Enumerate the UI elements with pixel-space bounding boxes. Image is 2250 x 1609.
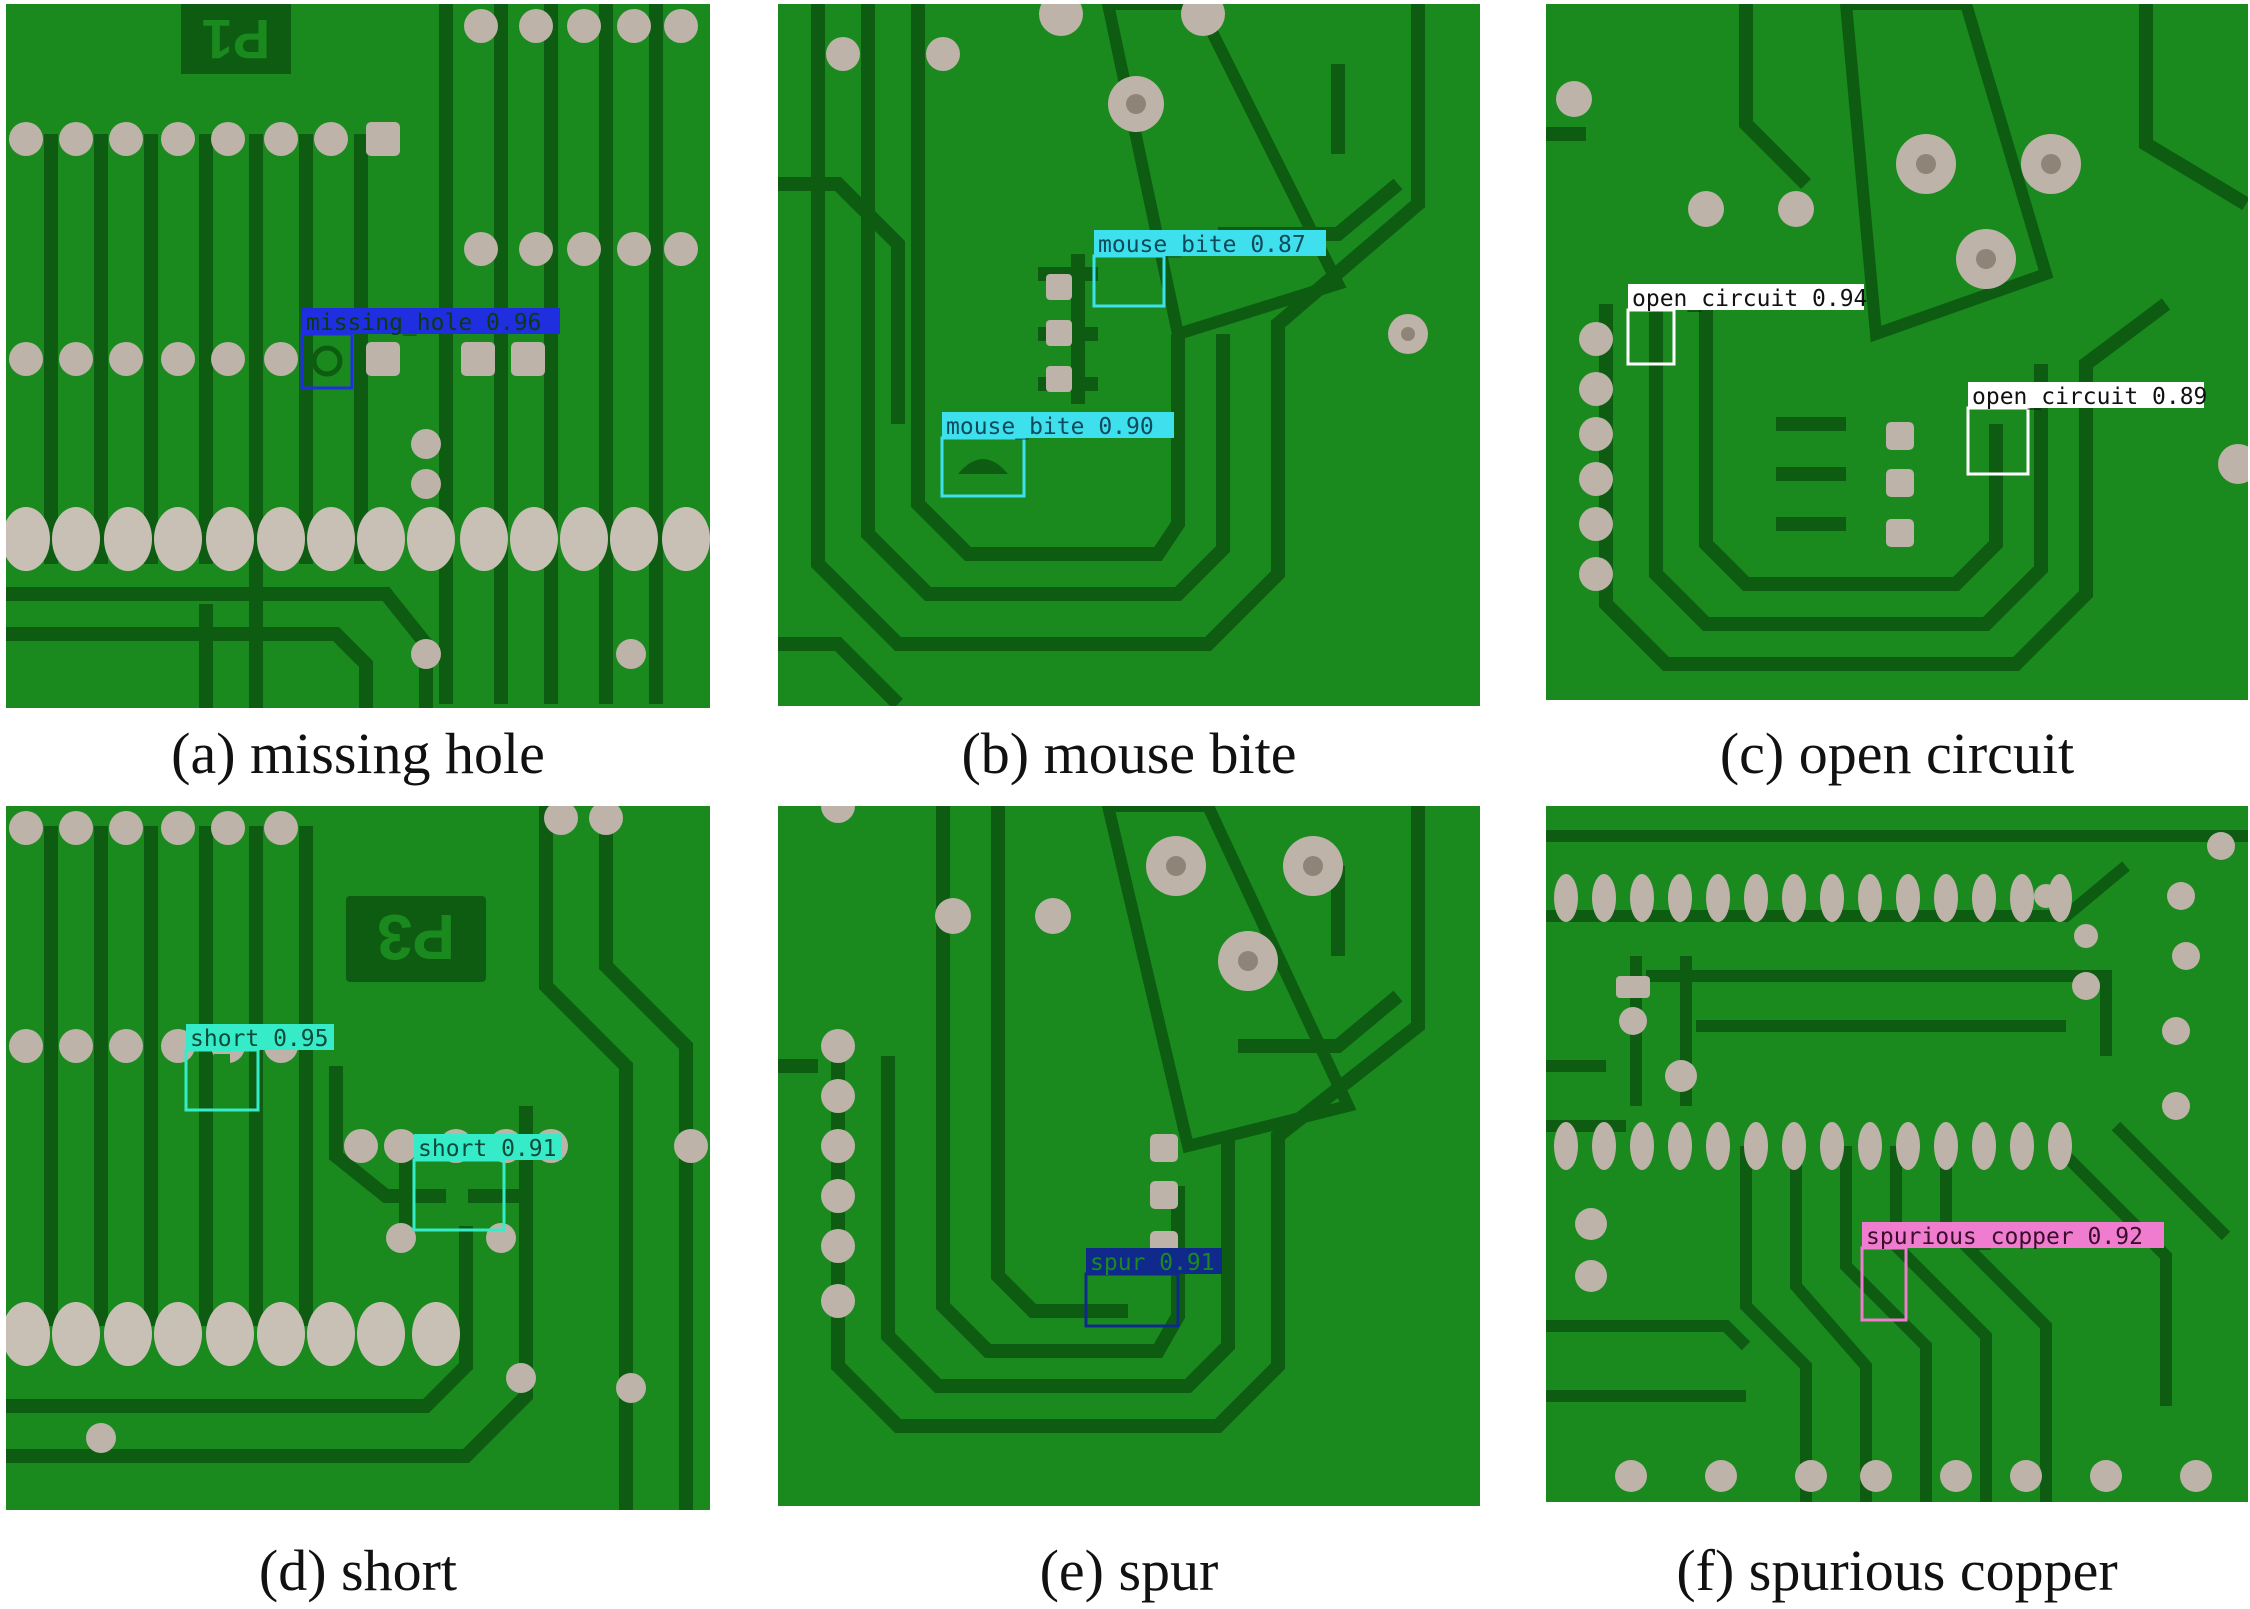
caption-c: (c) open circuit — [1719, 721, 2075, 786]
detection-label: mouse_bite 0.90 — [946, 414, 1154, 440]
detection-missing-hole: missing_hole 0.96 — [300, 308, 560, 390]
detection-short-2: short 0.91 — [412, 1134, 562, 1232]
panel-e-image: spur 0.91 — [778, 806, 1480, 1506]
detection-label: mouse_bite 0.87 — [1098, 232, 1306, 258]
detection-label: spur 0.91 — [1090, 1250, 1215, 1276]
board-silkscreen-p3: P3 — [377, 901, 455, 973]
detection-label: missing_hole 0.96 — [306, 310, 541, 336]
panel-a-image: P1 missing_hole 0.96 — [6, 4, 710, 708]
detection-open-circuit-2: open_circuit 0.89 — [1966, 382, 2207, 476]
detection-mouse-bite-1: mouse_bite 0.87 — [1092, 230, 1326, 308]
caption-d: (d) short — [258, 1538, 458, 1603]
detection-label: open_circuit 0.94 — [1632, 286, 1867, 312]
panel-d-image: P3 short 0.95 short 0.91 — [6, 806, 710, 1510]
detection-mouse-bite-2: mouse_bite 0.90 — [940, 412, 1174, 498]
caption-b: (b) mouse bite — [961, 721, 1297, 786]
panel-f-image: spurious_copper 0.92 — [1546, 806, 2248, 1502]
board-silkscreen-p1: P1 — [202, 8, 271, 71]
caption-f: (f) spurious copper — [1676, 1538, 2118, 1603]
detection-short-1: short 0.95 — [184, 1024, 334, 1112]
detection-spurious-copper: spurious_copper 0.92 — [1860, 1222, 2164, 1322]
detection-spur: spur 0.91 — [1084, 1248, 1222, 1328]
caption-e: (e) spur — [1039, 1538, 1219, 1603]
detection-open-circuit-1: open_circuit 0.94 — [1626, 284, 1867, 366]
detection-label: open_circuit 0.89 — [1972, 384, 2207, 410]
panel-b-image: mouse_bite 0.87 mouse_bite 0.90 — [778, 4, 1480, 706]
detection-label: short 0.91 — [418, 1136, 556, 1162]
panel-c-image: open_circuit 0.94 open_circuit 0.89 — [1546, 4, 2248, 700]
caption-a: (a) missing hole — [171, 721, 545, 786]
detection-label: short 0.95 — [190, 1026, 328, 1052]
detection-label: spurious_copper 0.92 — [1866, 1224, 2143, 1250]
